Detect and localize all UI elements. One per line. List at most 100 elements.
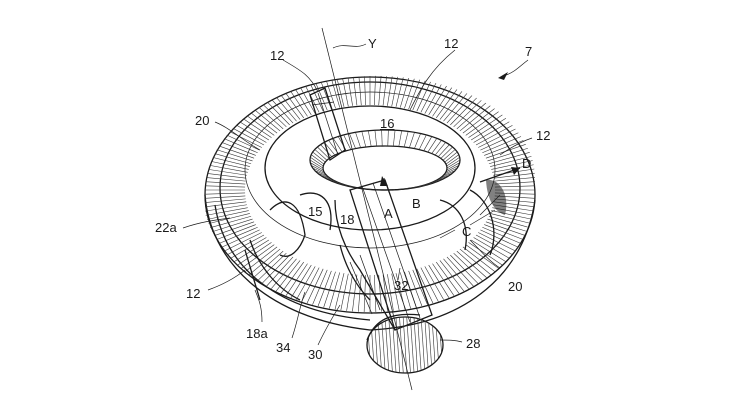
hub-hatch-line: [370, 317, 375, 373]
label-20-left: 20: [195, 113, 209, 128]
hatch-line: [205, 168, 247, 176]
inner-hatch-line: [418, 134, 427, 150]
hatch-line: [478, 232, 516, 252]
hatch-line: [488, 215, 530, 228]
hatch-line: [244, 108, 278, 134]
hatch-line: [416, 268, 434, 304]
hatch-line: [357, 75, 362, 106]
hatch-line: [218, 136, 258, 154]
hatch-line: [257, 99, 287, 128]
inner-hatch-line: [427, 138, 438, 153]
hatch-line: [340, 75, 349, 107]
inner-hatch-line: [442, 149, 456, 161]
hatch-line: [248, 248, 281, 275]
inner-hatch-line: [332, 138, 343, 153]
inner-hatch-line: [442, 170, 456, 177]
inner-hatch-line: [349, 133, 356, 149]
hatch-line: [488, 152, 530, 165]
hatch-line: [334, 75, 345, 107]
hatch-line: [266, 256, 294, 287]
hatch-line: [475, 125, 513, 146]
inner-hatch-line: [414, 186, 421, 188]
inner-hatch-line: [435, 177, 446, 182]
hatch-line: [399, 75, 411, 108]
hatch-line: [468, 242, 503, 266]
hatch-line: [352, 274, 358, 312]
hatch-line: [210, 152, 252, 165]
hub-hatch-line: [388, 317, 393, 373]
hatch-line: [453, 252, 483, 281]
hatch-line: [352, 75, 358, 106]
hatch-line: [340, 273, 349, 311]
inner-hatch-line: [438, 175, 450, 180]
hatch-line: [459, 105, 492, 132]
hatch-line: [424, 80, 444, 114]
right-element: [479, 167, 521, 215]
hatch-line: [443, 258, 469, 289]
hatch-line: [412, 269, 428, 305]
inner-hatch-line: [440, 146, 453, 159]
hatch-line: [205, 164, 248, 173]
hatch-line: [456, 102, 487, 130]
hatch-line: [212, 218, 253, 233]
inner-hatch-line: [361, 131, 367, 148]
hatch-line: [312, 269, 328, 305]
hatch-line: [490, 213, 532, 224]
hatch-line: [420, 78, 439, 113]
inner-ring: [309, 129, 461, 191]
inner-hatch-line: [446, 157, 460, 167]
hatch-line: [210, 215, 252, 228]
hatch-line: [363, 75, 366, 106]
hatch-line: [237, 242, 272, 266]
inner-hatch-line: [320, 175, 332, 180]
hatch-line: [212, 147, 253, 162]
hatch-line: [346, 75, 353, 106]
hatch-line: [346, 274, 353, 311]
hatch-line: [391, 75, 400, 107]
hatch-line: [317, 270, 332, 307]
hatch-line: [470, 118, 507, 141]
hatch-line: [205, 201, 247, 208]
hatch-line: [205, 195, 246, 199]
hatch-line: [306, 268, 324, 304]
inner-hatch-line: [444, 151, 458, 163]
hatch-line: [491, 210, 534, 220]
hatch-line: [450, 96, 479, 126]
hatch-line: [205, 198, 246, 204]
hub-hatch-line: [424, 317, 429, 373]
hatch-line: [465, 111, 499, 136]
central-shaft: [334, 179, 433, 331]
label-28: 28: [466, 336, 480, 351]
inner-hatch-line: [312, 167, 326, 175]
hatch-line: [480, 132, 519, 151]
hatch-line: [424, 266, 444, 300]
hub-hatch-line: [384, 317, 390, 373]
inner-hatch-line: [445, 154, 459, 165]
hatch-line: [475, 234, 513, 255]
hatch-line: [205, 176, 246, 182]
hatch-line: [205, 172, 247, 179]
hatch-line: [462, 108, 496, 134]
hub-hatch-line: [395, 317, 401, 373]
inner-hatch-line: [423, 136, 433, 151]
hub-hatch-line: [413, 317, 419, 373]
hatch-line: [205, 204, 247, 212]
inner-hatch-line: [314, 149, 328, 161]
inner-hatch-line: [419, 184, 427, 187]
label-20-right: 20: [508, 279, 522, 294]
hatch-line: [271, 258, 297, 289]
hatch-line: [224, 128, 262, 148]
hatch-line: [494, 185, 535, 188]
axis-line: [321, 27, 413, 391]
inner-hatch-line: [438, 144, 450, 157]
label-15: 15: [308, 204, 322, 219]
hatch-line: [432, 263, 455, 296]
inner-hatch-line: [338, 183, 347, 186]
inner-hatch-line: [446, 159, 461, 169]
vanes: [244, 189, 501, 301]
hub-hatch-line: [381, 317, 386, 373]
inner-hatch-line: [368, 130, 372, 147]
hatch-line: [230, 121, 267, 143]
hatch-line: [374, 274, 377, 312]
hatch-line: [473, 237, 510, 259]
